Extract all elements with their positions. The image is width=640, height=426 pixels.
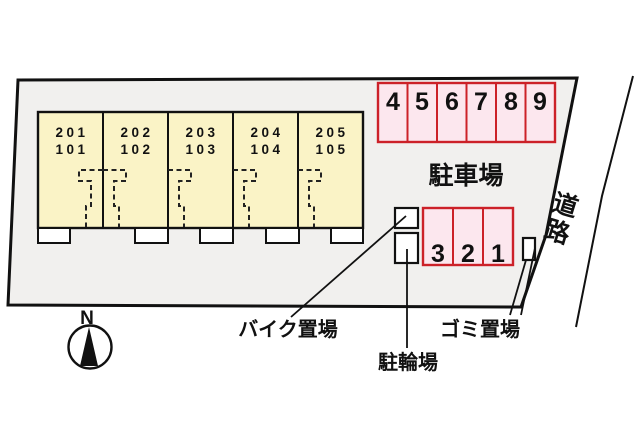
bicycle-area-label: 駐輪場 bbox=[378, 350, 438, 374]
garbage-leader-line-1 bbox=[509, 259, 527, 316]
porch-unit4 bbox=[265, 227, 300, 244]
space-6: 6 bbox=[445, 88, 459, 116]
north-arrow-icon bbox=[80, 327, 98, 366]
porch-unit5 bbox=[330, 227, 364, 244]
parking-row-top: 4 5 6 7 8 9 bbox=[376, 81, 557, 144]
unit-5-lower: 105 bbox=[315, 142, 348, 157]
unit-1-lower: 101 bbox=[55, 142, 88, 157]
unit-label-2: 202 102 bbox=[120, 125, 153, 157]
entry-path-unit3 bbox=[168, 169, 192, 227]
entry-path-unit4 bbox=[233, 169, 257, 227]
north-label: N bbox=[80, 308, 94, 329]
parking-lot-label: 駐車場 bbox=[428, 161, 503, 190]
unit-4-lower: 104 bbox=[250, 142, 283, 157]
unit-label-5: 205 105 bbox=[315, 125, 348, 157]
unit-5-upper: 205 bbox=[315, 125, 348, 140]
road-far-edge bbox=[575, 75, 634, 328]
space-9: 9 bbox=[533, 88, 547, 116]
unit-label-3: 203 103 bbox=[185, 125, 218, 157]
unit-label-1: 201 101 bbox=[55, 125, 88, 157]
parking-row-bottom: 3 2 1 bbox=[421, 206, 515, 268]
entry-path-unit2 bbox=[103, 169, 127, 227]
space-3: 3 bbox=[431, 240, 445, 268]
bike-leader-line bbox=[290, 215, 407, 318]
entry-path-unit5 bbox=[298, 169, 322, 227]
compass: N bbox=[67, 308, 113, 370]
space-1: 1 bbox=[491, 240, 505, 268]
porch-unit3 bbox=[199, 227, 234, 244]
garbage-area-label: ゴミ置場 bbox=[440, 317, 520, 341]
parking-block-bottom bbox=[421, 206, 515, 267]
space-8: 8 bbox=[504, 88, 518, 116]
unit-1-upper: 201 bbox=[55, 125, 88, 140]
space-4: 4 bbox=[386, 88, 400, 116]
unit-2-lower: 102 bbox=[120, 142, 153, 157]
unit-4-upper: 204 bbox=[250, 125, 283, 140]
bike-area-box bbox=[393, 206, 420, 230]
porch-unit2 bbox=[134, 227, 169, 244]
space-2: 2 bbox=[461, 240, 475, 268]
unit-2-upper: 202 bbox=[120, 125, 153, 140]
porch-unit1 bbox=[37, 227, 71, 244]
unit-3-lower: 103 bbox=[185, 142, 218, 157]
space-7: 7 bbox=[474, 88, 488, 116]
bike-area-label: バイク置場 bbox=[238, 318, 338, 341]
space-5: 5 bbox=[415, 88, 429, 116]
unit-label-4: 204 104 bbox=[250, 125, 283, 157]
unit-3-upper: 203 bbox=[185, 125, 218, 140]
garbage-leader-line-2 bbox=[520, 247, 536, 316]
entry-path-unit1 bbox=[78, 169, 103, 227]
